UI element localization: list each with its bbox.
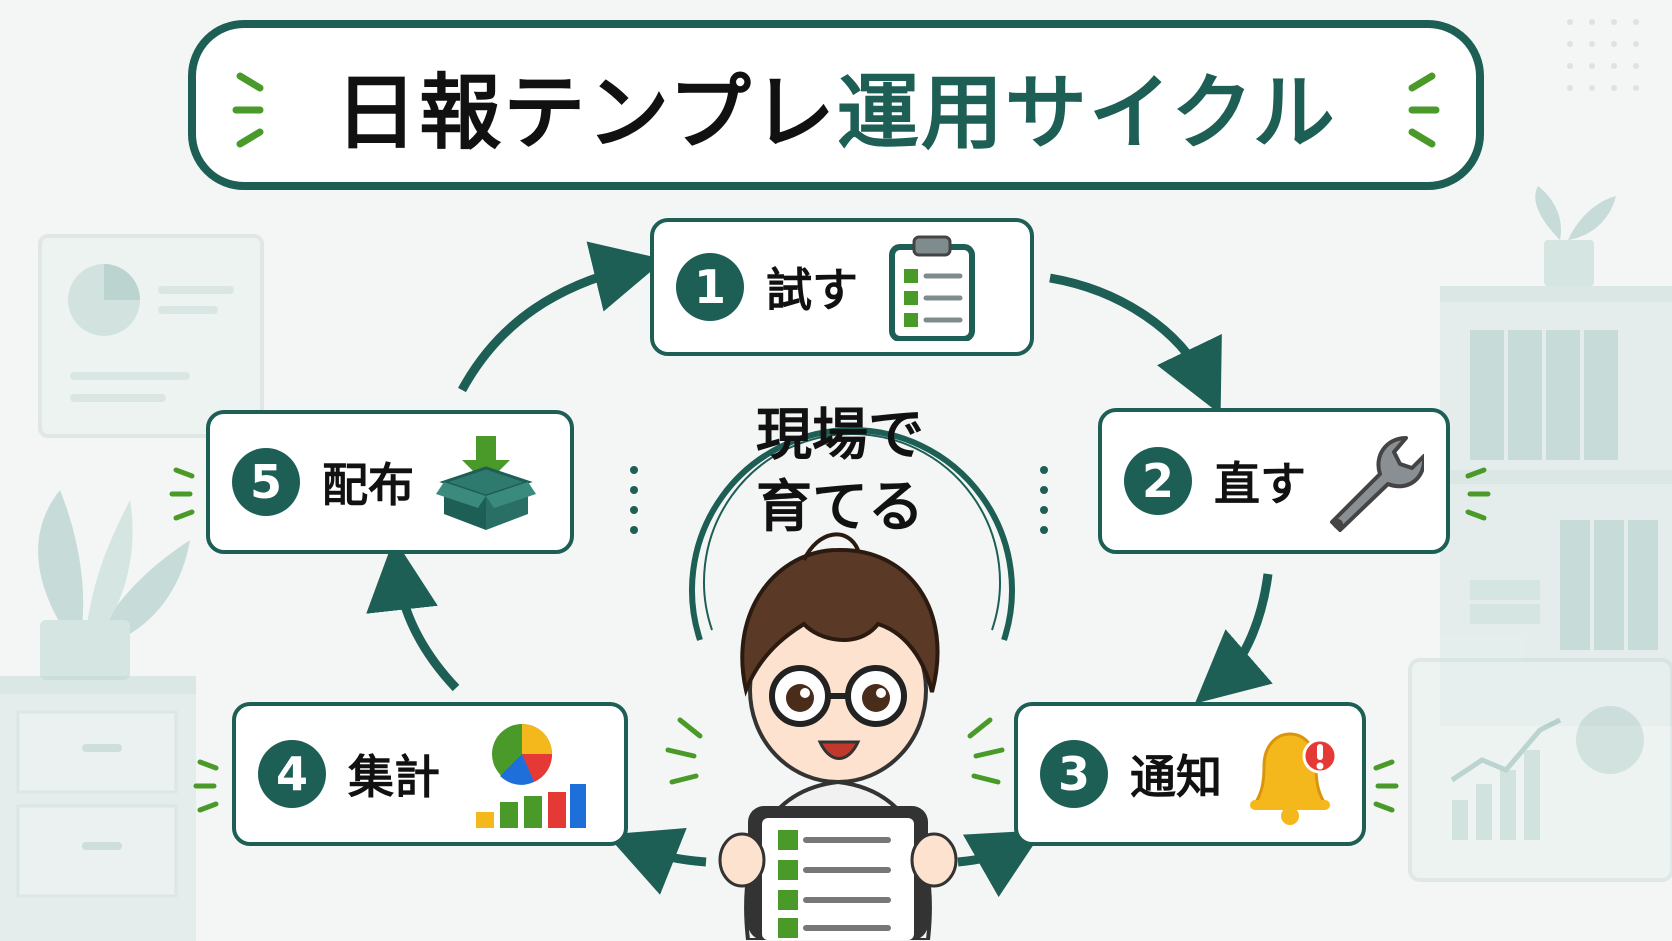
- step-2-label: 直す: [1214, 457, 1306, 511]
- chart-board-decor: [1408, 658, 1672, 882]
- arrow-5-to-1: [458, 241, 665, 393]
- accent-ticks: [169, 467, 1491, 813]
- arrow-2-to-3: [1194, 573, 1273, 704]
- clipboard-checklist-icon: [889, 235, 975, 341]
- character-illustration: [718, 532, 958, 940]
- step-5-label: 配布: [322, 458, 414, 512]
- step-1-number: 1: [676, 253, 744, 321]
- step-4-number: 4: [258, 740, 326, 808]
- center-line-2: 育てる: [756, 475, 924, 540]
- arrow-4-to-5: [366, 538, 460, 692]
- arrow-1-to-2: [1049, 273, 1222, 415]
- step-3-number: 3: [1040, 740, 1108, 808]
- title-main: 日報テンプレ: [335, 65, 837, 161]
- arrow-to-3: [957, 830, 1044, 898]
- step-3-label: 通知: [1130, 750, 1222, 804]
- dot-grid-decor: [1567, 19, 1639, 91]
- title-banner: 日報テンプレ運用サイクル: [188, 20, 1484, 190]
- wrench-icon: [1330, 436, 1424, 532]
- title-accent: 運用サイクル: [836, 65, 1337, 161]
- bookshelf-decor: [1440, 186, 1672, 726]
- plant-decor: [38, 490, 190, 680]
- step-5-card: 5 配布: [206, 410, 574, 554]
- whiteboard-decor: [38, 234, 264, 438]
- center-line-1: 現場で: [756, 403, 924, 468]
- bell-alert-icon: [1250, 732, 1338, 825]
- sparkle-right-icon: [1408, 72, 1440, 148]
- dotted-connectors: [630, 466, 1048, 534]
- center-arc-inner: [703, 433, 1001, 631]
- cabinet-decor: [0, 676, 196, 941]
- step-2-number: 2: [1124, 447, 1192, 515]
- step-1-card: 1 試す: [650, 218, 1034, 356]
- step-4-label: 集計: [348, 750, 440, 804]
- step-4-card: 4 集計: [232, 702, 628, 846]
- center-arc: [689, 427, 1015, 641]
- sparkle-left-icon: [232, 72, 264, 148]
- step-2-card: 2 直す: [1098, 408, 1450, 554]
- step-5-number: 5: [232, 448, 300, 516]
- arrow-to-4: [606, 827, 707, 895]
- center-label: 現場で 育てる: [700, 400, 980, 544]
- page-title: 日報テンプレ運用サイクル: [335, 46, 1336, 165]
- download-box-icon: [436, 436, 536, 530]
- step-1-label: 試す: [766, 263, 858, 317]
- step-3-card: 3 通知: [1014, 702, 1366, 846]
- pie-bar-chart-icon: [476, 724, 586, 828]
